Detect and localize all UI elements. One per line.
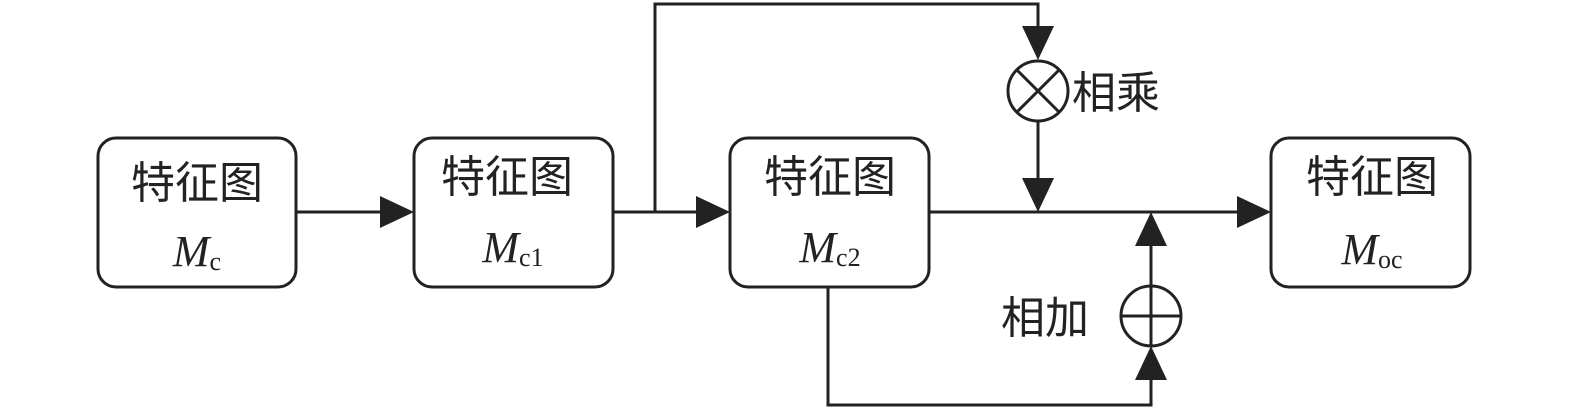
node-mc-title: 特征图 [131, 158, 263, 209]
node-mc2: 特征图 Mc2 [728, 136, 931, 289]
node-mc2-symbol-line: Mc2 [798, 223, 860, 272]
node-mc1-box [412, 136, 615, 289]
node-mc-symbol-line: Mc [172, 227, 221, 276]
node-mc1-symbol-line: Mc1 [481, 223, 543, 272]
node-mc1-symbol: M [481, 223, 521, 272]
multiply-operator: 相乘 [1006, 59, 1160, 123]
edge-mc1-skip-to-multiply [653, 2, 1040, 212]
arrowhead-multiply-in [1022, 26, 1054, 60]
node-mc2-symbol: M [798, 223, 838, 272]
node-moc-symbol: M [1340, 225, 1380, 274]
node-moc-symbol-line: Moc [1340, 225, 1402, 274]
arrowhead-multiply-out [1022, 178, 1054, 212]
arrowhead-mc2 [696, 196, 730, 228]
node-mc-symbol: M [172, 227, 212, 276]
multiply-label: 相乘 [1072, 68, 1160, 119]
arrowhead-add-in [1135, 346, 1167, 380]
node-mc2-subscript: c2 [836, 243, 861, 272]
arrowhead-mc1 [380, 196, 414, 228]
node-mc: 特征图 Mc [96, 136, 298, 289]
edge-mc2-residual-to-add [826, 287, 1153, 407]
node-mc1-subscript: c1 [519, 243, 544, 272]
node-moc-box [1269, 136, 1472, 289]
arrowhead-moc [1237, 196, 1271, 228]
node-mc1-title: 特征图 [441, 152, 573, 203]
node-mc-box [96, 136, 298, 289]
add-operator: 相加 [1001, 284, 1183, 348]
multiply-cross-b [1015, 68, 1061, 114]
node-mc2-box [728, 136, 931, 289]
add-label: 相加 [1001, 293, 1089, 344]
node-mc1: 特征图 Mc1 [412, 136, 615, 289]
node-moc-title: 特征图 [1306, 152, 1438, 203]
node-mc2-title: 特征图 [764, 152, 896, 203]
node-mc-subscript: c [210, 247, 222, 276]
node-moc-subscript: oc [1378, 245, 1403, 274]
node-moc: 特征图 Moc [1269, 136, 1472, 289]
arrowhead-add-out [1135, 212, 1167, 246]
